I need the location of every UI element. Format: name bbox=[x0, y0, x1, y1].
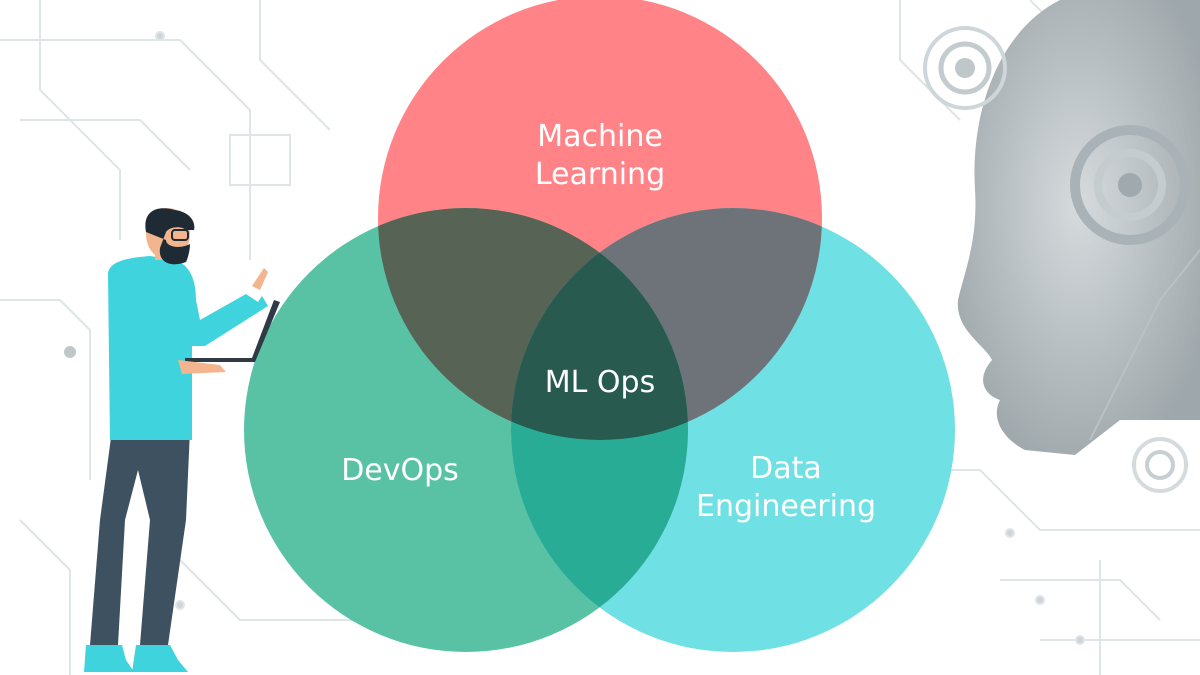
label-machine-learning-line-1: Machine bbox=[537, 119, 663, 154]
ai-head-illustration bbox=[923, 0, 1200, 493]
label-machine-learning-line-2: Learning bbox=[535, 157, 665, 192]
label-ml-ops: ML Ops bbox=[545, 365, 655, 400]
label-devops: DevOps bbox=[341, 453, 459, 488]
label-data-engineering-line-1: Data bbox=[750, 451, 822, 486]
person-illustration bbox=[84, 208, 280, 672]
venn-circles bbox=[244, 0, 955, 652]
venn-overlap-center bbox=[511, 208, 688, 440]
venn-labels: Machine Learning DevOps Data Engineering… bbox=[341, 119, 876, 524]
label-data-engineering-line-2: Engineering bbox=[696, 489, 876, 524]
